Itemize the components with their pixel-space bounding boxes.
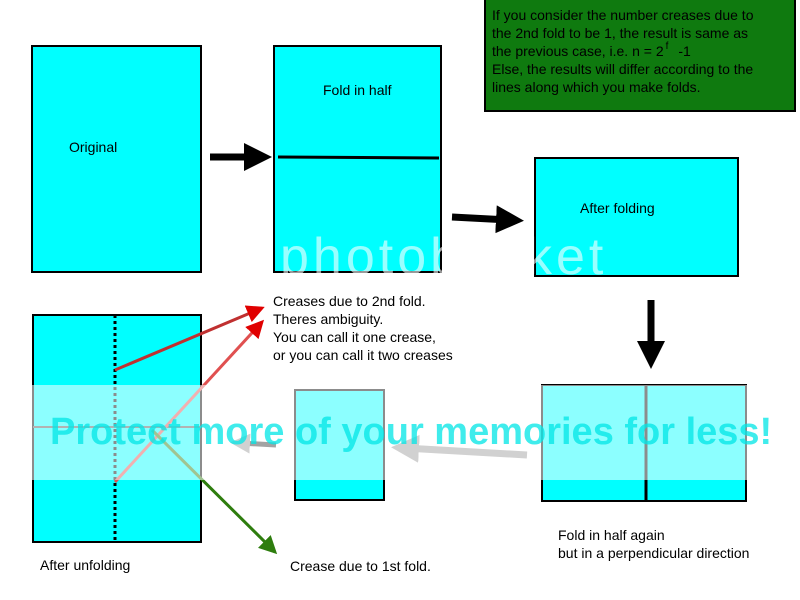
arrow-right-2 <box>451 205 524 234</box>
note-text: -1 <box>678 43 691 59</box>
label-crease-2nd-2: Theres ambiguity. <box>273 311 384 327</box>
note-line: the 2nd fold to be 1, the result is same… <box>492 25 749 41</box>
note-line: If you consider the number creases due t… <box>492 7 754 23</box>
note-line: Else, the results will differ according … <box>492 61 754 77</box>
watermark-band <box>0 385 800 480</box>
label-fold-half: Fold in half <box>323 82 392 98</box>
label-fold-again-1: Fold in half again <box>558 527 665 543</box>
note-line: lines along which you make folds. <box>492 79 701 95</box>
paper-original <box>31 45 202 273</box>
watermark-text: Protect more of your memories for less! <box>50 411 773 453</box>
label-after-unfolding: After unfolding <box>40 557 131 573</box>
label-crease-1st: Crease due to 1st fold. <box>290 558 431 574</box>
label-after-folding: After folding <box>580 200 655 216</box>
label-fold-again-2: but in a perpendicular direction <box>558 545 750 561</box>
note-exponent: f <box>665 41 669 52</box>
label-crease-2nd-3: You can call it one crease, <box>273 329 436 345</box>
note-box: If you consider the number creases due t… <box>484 0 796 112</box>
label-crease-2nd-4: or you can call it two creases <box>273 347 453 363</box>
note-text: the previous case, i.e. n = 2 <box>492 43 664 59</box>
label-original: Original <box>69 139 118 155</box>
label-crease-2nd-1: Creases due to 2nd fold. <box>273 293 426 309</box>
arrow-crease-2nd-top <box>114 305 265 372</box>
paper-after-folding <box>534 157 739 277</box>
watermark-logo: photobucket <box>280 228 608 286</box>
fold-line <box>277 155 440 160</box>
